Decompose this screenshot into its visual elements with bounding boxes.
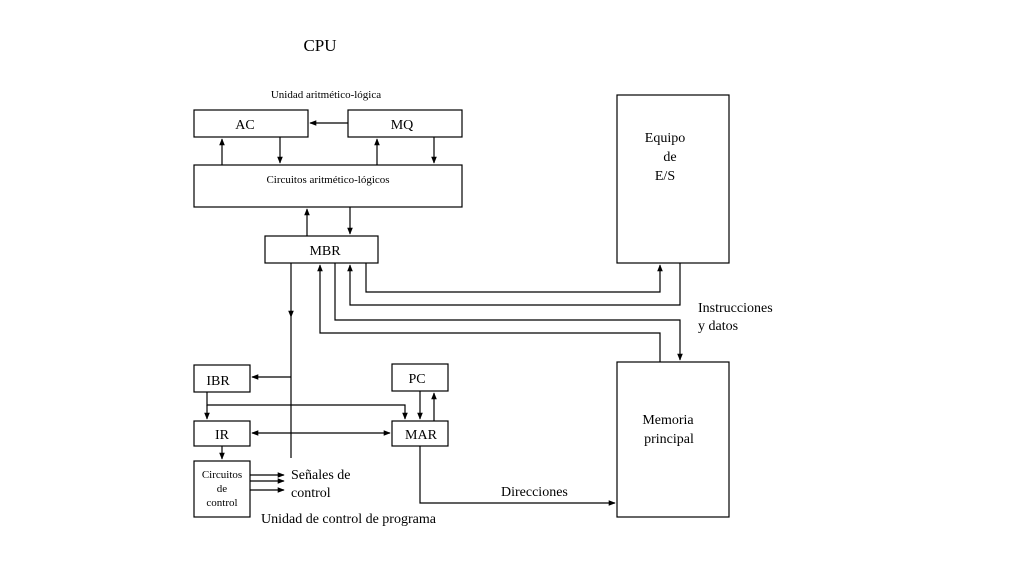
control-circuits-line2: de — [217, 483, 228, 495]
control-circuits-box — [193, 460, 251, 518]
io-label-line1: Equipo — [645, 131, 685, 146]
program-control-unit-label: Unidad de control de programa — [261, 512, 437, 527]
control-circuits-line1: Circuitos — [202, 469, 242, 481]
arithmetic-logic-circuits-box — [193, 164, 463, 208]
control-circuits-line3: control — [206, 497, 237, 509]
ac-label: AC — [235, 118, 254, 133]
io-to-mbr-arrow — [347, 263, 681, 306]
io-label-line2: de — [663, 150, 676, 165]
mbr-to-io-arrow — [365, 263, 663, 293]
mar-label: MAR — [405, 428, 438, 443]
memory-label-line2: principal — [644, 432, 694, 447]
instructions-data-label-line1: Instrucciones — [698, 301, 773, 316]
alu-caption: Unidad aritmético-lógica — [271, 89, 381, 101]
ir-label: IR — [215, 428, 230, 443]
mq-box — [347, 109, 463, 138]
ac-box — [193, 109, 309, 138]
control-signals-label-line1: Señales de — [291, 468, 350, 483]
mar-to-memory-arrow — [419, 446, 616, 506]
mbr-to-memory-arrow — [334, 263, 683, 361]
mbr-box — [264, 235, 379, 264]
pc-box — [391, 363, 449, 392]
mq-label: MQ — [391, 118, 414, 133]
mar-box — [391, 420, 449, 447]
memory-label-line1: Memoria — [642, 413, 694, 428]
arithmetic-logic-circuits-label: Circuitos aritmético-lógicos — [266, 174, 389, 186]
main-memory-box — [616, 361, 730, 518]
io-equipment-box — [616, 94, 730, 264]
io-label-line3: E/S — [655, 169, 675, 184]
cpu-title: CPU — [303, 36, 336, 55]
pc-label: PC — [408, 372, 425, 387]
mbr-label: MBR — [309, 244, 341, 259]
ibr-label: IBR — [206, 374, 230, 389]
ibr-to-mar-arrow — [206, 392, 408, 420]
control-signals-label-line2: control — [291, 486, 331, 501]
ibr-box — [193, 364, 251, 393]
memory-to-mbr-arrow — [317, 264, 661, 362]
instructions-data-label-line2: y datos — [698, 319, 738, 334]
addresses-label: Direcciones — [501, 485, 568, 500]
